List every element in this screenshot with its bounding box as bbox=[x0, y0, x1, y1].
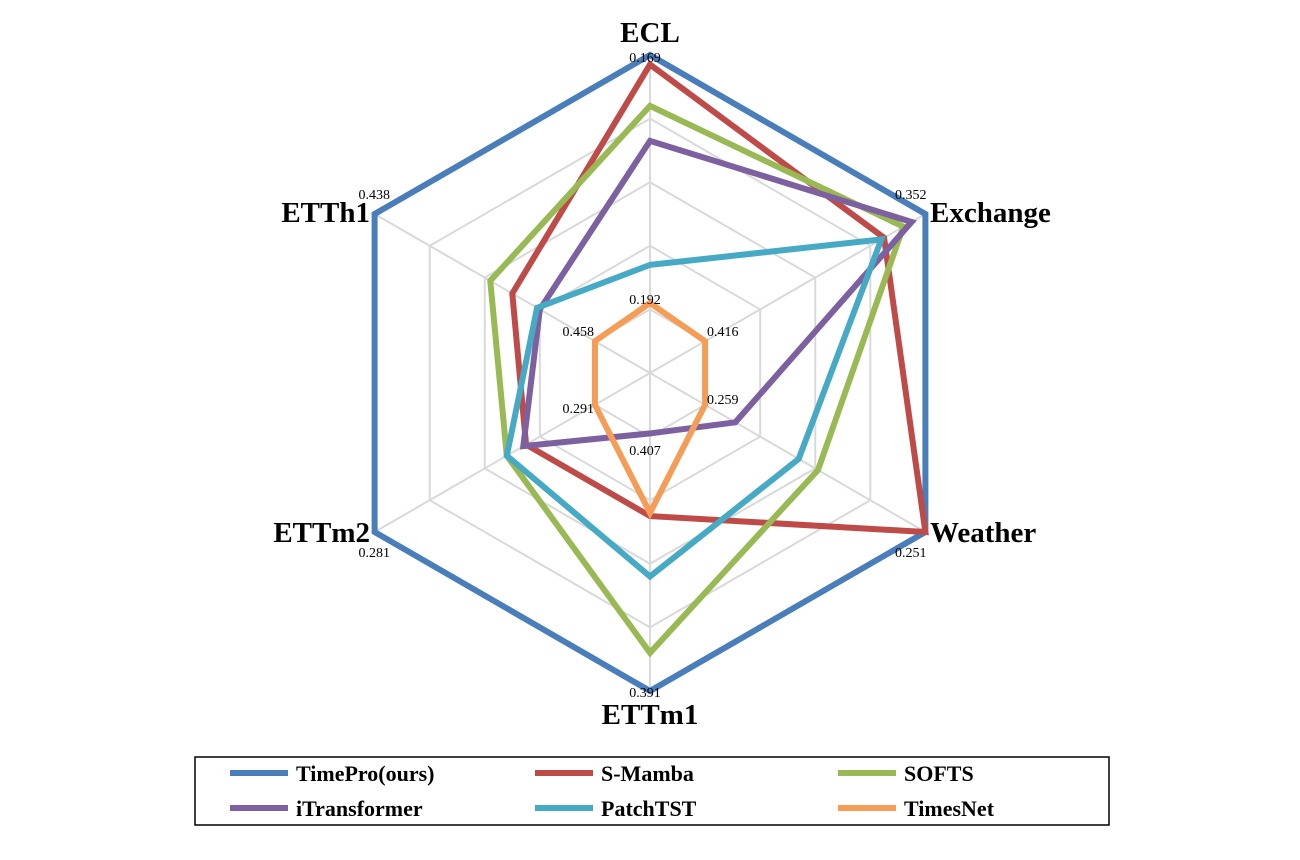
inner-value-label: 0.259 bbox=[707, 393, 739, 408]
legend: TimePro(ours) S-Mamba SOFTS iTransformer Pat… bbox=[194, 756, 1110, 826]
outer-value-label: 0.169 bbox=[629, 51, 661, 66]
legend-label-softs: SOFTS bbox=[904, 761, 974, 786]
inner-value-label: 0.291 bbox=[563, 402, 595, 417]
series-group bbox=[371, 51, 929, 695]
axis-spoke bbox=[649, 372, 926, 533]
series-line-timepro-ours bbox=[371, 51, 929, 695]
inner-value-label: 0.416 bbox=[707, 325, 739, 340]
outer-value-label: 0.251 bbox=[895, 546, 927, 561]
legend-label-itransformer: iTransformer bbox=[296, 796, 423, 821]
axis-label-etth1: ETTh1 bbox=[281, 197, 370, 229]
axis-label-ecl: ECL bbox=[620, 17, 680, 49]
series-line-softs bbox=[487, 102, 908, 658]
axis-label-exchange: Exchange bbox=[930, 197, 1051, 229]
axis-labels: ECL0.1690.192Exchange0.3520.416Weather0.… bbox=[273, 17, 1051, 731]
legend-label-timesnet: TimesNet bbox=[904, 796, 995, 821]
axis-label-weather: Weather bbox=[930, 517, 1036, 549]
legend-label-s-mamba: S-Mamba bbox=[601, 761, 694, 786]
outer-value-label: 0.391 bbox=[629, 686, 661, 701]
radar-grid bbox=[373, 53, 927, 693]
outer-value-label: 0.352 bbox=[895, 188, 927, 203]
series-line-patchtst bbox=[503, 235, 886, 581]
inner-value-label: 0.458 bbox=[563, 325, 595, 340]
legend-box bbox=[194, 756, 1110, 826]
series-line-s-mamba bbox=[509, 60, 929, 536]
inner-value-label: 0.407 bbox=[629, 444, 661, 459]
outer-value-label: 0.438 bbox=[359, 188, 391, 203]
axis-spoke bbox=[374, 372, 651, 533]
axis-label-ettm2: ETTm2 bbox=[273, 517, 370, 549]
outer-value-label: 0.281 bbox=[359, 546, 391, 561]
legend-label-patchtst: PatchTST bbox=[601, 796, 697, 821]
inner-value-label: 0.192 bbox=[629, 293, 661, 308]
series-line-timesnet bbox=[591, 299, 709, 520]
axis-label-ettm1: ETTm1 bbox=[602, 699, 699, 731]
legend-label-timepro-ours: TimePro(ours) bbox=[296, 761, 435, 786]
